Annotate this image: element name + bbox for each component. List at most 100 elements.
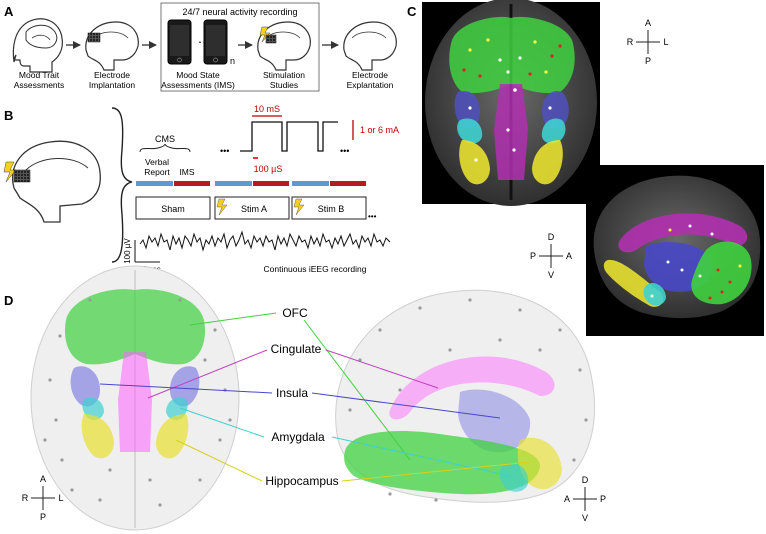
glass-axial-hippocampus-right [156,414,189,459]
stim-a-label: Stim A [241,204,267,214]
compass-ds-down: V [582,513,588,523]
leader-cingulate-left [147,349,268,399]
sagittal-electrode-contacts [650,224,742,300]
ieeg-label: Continuous iEEG recording [263,264,366,274]
compass-c-left: R [627,37,634,47]
axial-amygdala-right [541,118,566,144]
compass-axial-d [31,486,55,510]
axial-electrode-contacts [462,38,562,162]
blocks-ellipsis: ••• [368,212,377,221]
scale-v-label: 100 µV [123,238,132,264]
compass-c-right: L [663,37,668,47]
step-implantation-line2: Implantation [89,80,136,90]
ims-label: IMS [179,167,194,177]
amplitude-label: 1 or 6 mA [360,125,399,135]
glass-sag-contacts [348,298,588,502]
pulse-leading-ellipsis: ••• [220,146,229,156]
pulse-gap-label: 100 µS [254,164,283,174]
step-mood-trait-line2: Assessments [14,80,65,90]
glass-sag-ofc [344,430,540,495]
compass-d-right: L [58,493,63,503]
step-mood-trait-line1: Mood Trait [19,70,60,80]
step-explantation-line1: Electrode [352,70,388,80]
head-icon [12,18,63,73]
compass-d-left: R [22,493,29,503]
leader-cingulate-right [325,349,439,389]
recording-box-title: 24/7 neural activity recording [182,7,297,17]
axial-insula-left [454,90,480,129]
glass-sag-amygdala [499,463,529,492]
b-lightning-icon [3,161,17,183]
label-insula: Insula [276,386,308,400]
step-ims-line1: Mood State [176,70,220,80]
compass-ds-up: D [582,475,589,485]
compass-cs-down: V [548,270,554,280]
compass-c-up: A [645,18,651,28]
glass-axial-insula-left [70,366,100,407]
step-implantation-line1: Electrode [94,70,130,80]
panel-c-label: C [407,4,417,19]
big-brace [111,107,133,263]
axial-hippocampus-left [459,140,490,185]
pulse-width-label: 10 mS [254,104,280,114]
sagittal-ofc-region [691,241,752,305]
compass-cs-right: A [566,251,572,261]
ieeg-trace [139,230,391,252]
label-amygdala: Amygdala [271,430,325,444]
cms-bar-2 [215,181,252,186]
leader-amygdala-left [179,407,265,438]
glass-axial-hippocampus-left [81,414,114,459]
ims-bar-2 [253,181,289,186]
leader-hippocampus-left [175,439,263,482]
sham-label: Sham [161,204,185,214]
label-hippocampus: Hippocampus [265,474,338,488]
sham-block [135,196,211,220]
ims-bar-1 [174,181,210,186]
compass-axial-c [636,30,660,54]
axial-amygdala-left [457,118,483,144]
phone-icon [167,19,192,65]
cms-bar-1 [136,181,173,186]
cms-brace [139,143,191,153]
implanted-brain-icon [12,140,101,223]
leader-ofc-right [303,319,411,461]
step-stimulation-line2: Studies [270,80,298,90]
phone-icon-n [203,19,228,65]
phone-n-label: n [230,56,235,66]
axial-ofc-region [449,16,575,94]
glass-axial-insula-right [170,366,200,407]
leader-ofc-left [189,312,277,326]
glass-axial-ofc [64,289,206,365]
compass-sagittal-c [539,244,563,268]
glass-sag-hippocampus [517,437,562,490]
glass-axial-cingulate [118,352,152,452]
label-ofc: OFC [282,306,308,320]
label-cingulate: Cingulate [271,342,322,356]
compass-sagittal-d [573,487,597,511]
leader-insula-left [99,383,273,394]
axial-hippocampus-right [532,140,563,185]
verbal-report-line1: Verbal [145,157,169,167]
compass-cs-up: D [548,232,555,242]
cms-bar-3 [292,181,329,186]
compass-ds-right: P [600,494,606,504]
stim-waveform [240,121,338,152]
sagittal-amygdala-region [643,282,666,306]
stim-a-bolt-icon [216,198,228,216]
stim-b-block [291,196,367,220]
cms-label: CMS [155,134,175,144]
recording-box [160,2,320,92]
brain-outline-icon [85,21,139,71]
stim-a-block [214,196,290,220]
glass-sag-insula [458,389,531,453]
stim-grid-icon [265,34,277,44]
leader-hippocampus-right [341,461,531,482]
compass-d-down: P [40,512,46,522]
stim-b-label: Stim B [318,204,345,214]
compass-cs-left: P [530,251,536,261]
step-stimulation-line1: Stimulation [263,70,305,80]
step-explantation-line2: Explantation [347,80,394,90]
axial-insula-right [542,90,569,129]
compass-d-up: A [40,474,46,484]
